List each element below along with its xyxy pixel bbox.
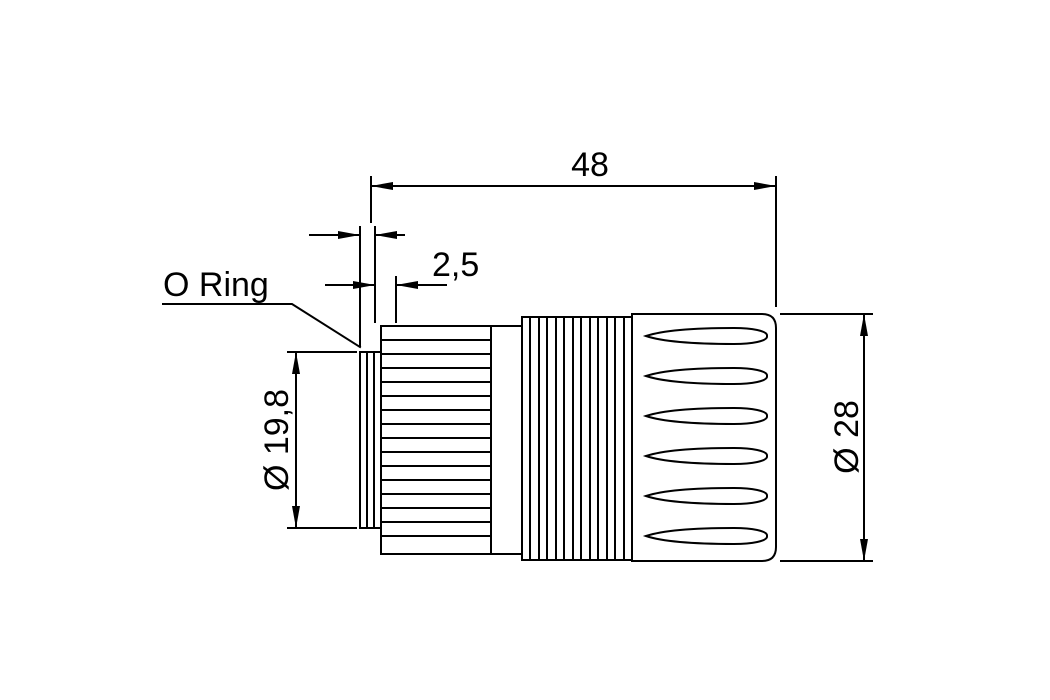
flute-groove [642, 526, 768, 546]
flute-groove [642, 446, 768, 466]
grip-housing-outline [631, 313, 777, 562]
dimension-label-front-diameter: Ø 19,8 [258, 389, 296, 491]
oring-leader-line [162, 303, 362, 349]
dimension-lines [162, 176, 873, 562]
grip-flutes [642, 326, 768, 546]
dimension-label-overall-length: 48 [571, 146, 609, 184]
arrowhead [396, 281, 418, 289]
dimension-label-housing-diameter: Ø 28 [828, 400, 866, 474]
flute-groove [642, 366, 768, 386]
ring-rib-lines [529, 316, 625, 561]
arrowhead [754, 182, 776, 190]
dimension-label-oring-offset: 2,5 [432, 246, 479, 284]
flute-groove [642, 486, 768, 506]
arrowhead [860, 539, 868, 561]
flute-groove [642, 326, 768, 346]
arrowhead [375, 231, 397, 239]
arrowheads [292, 182, 868, 561]
oring-callout-label: O Ring [163, 266, 269, 304]
arrowhead [353, 281, 375, 289]
labels: 48 2,5 O Ring Ø 19,8 Ø 28 [163, 146, 866, 491]
flute-groove [642, 406, 768, 426]
arrowhead [860, 314, 868, 336]
arrowhead [371, 182, 393, 190]
arrowhead [292, 352, 300, 374]
arrowhead [338, 231, 360, 239]
nut-knurl-lines [380, 339, 492, 537]
arrowhead [292, 506, 300, 528]
connector-body [359, 313, 777, 562]
